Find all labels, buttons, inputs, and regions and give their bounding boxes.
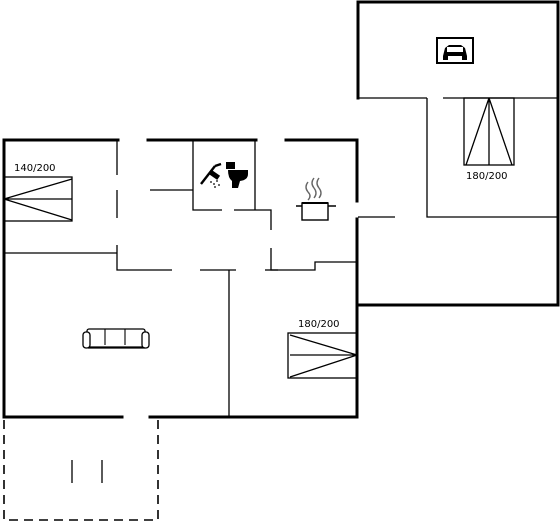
car-icon	[436, 37, 474, 64]
bed-right-top	[463, 97, 515, 166]
interior-walls	[4, 97, 558, 417]
bed-bottom	[287, 332, 358, 379]
bed-size-label-bottom: 180/200	[298, 319, 340, 330]
terrace-outline	[3, 420, 159, 521]
shower-icon	[200, 162, 222, 188]
bed-size-label-right: 180/200	[466, 171, 508, 182]
cooking-pot-icon	[296, 177, 336, 221]
bed-left	[3, 176, 73, 222]
outer-walls	[2, 0, 560, 419]
bed-size-label-left: 140/200	[14, 163, 56, 174]
toilet-icon	[226, 162, 248, 188]
sofa-icon	[82, 328, 150, 349]
